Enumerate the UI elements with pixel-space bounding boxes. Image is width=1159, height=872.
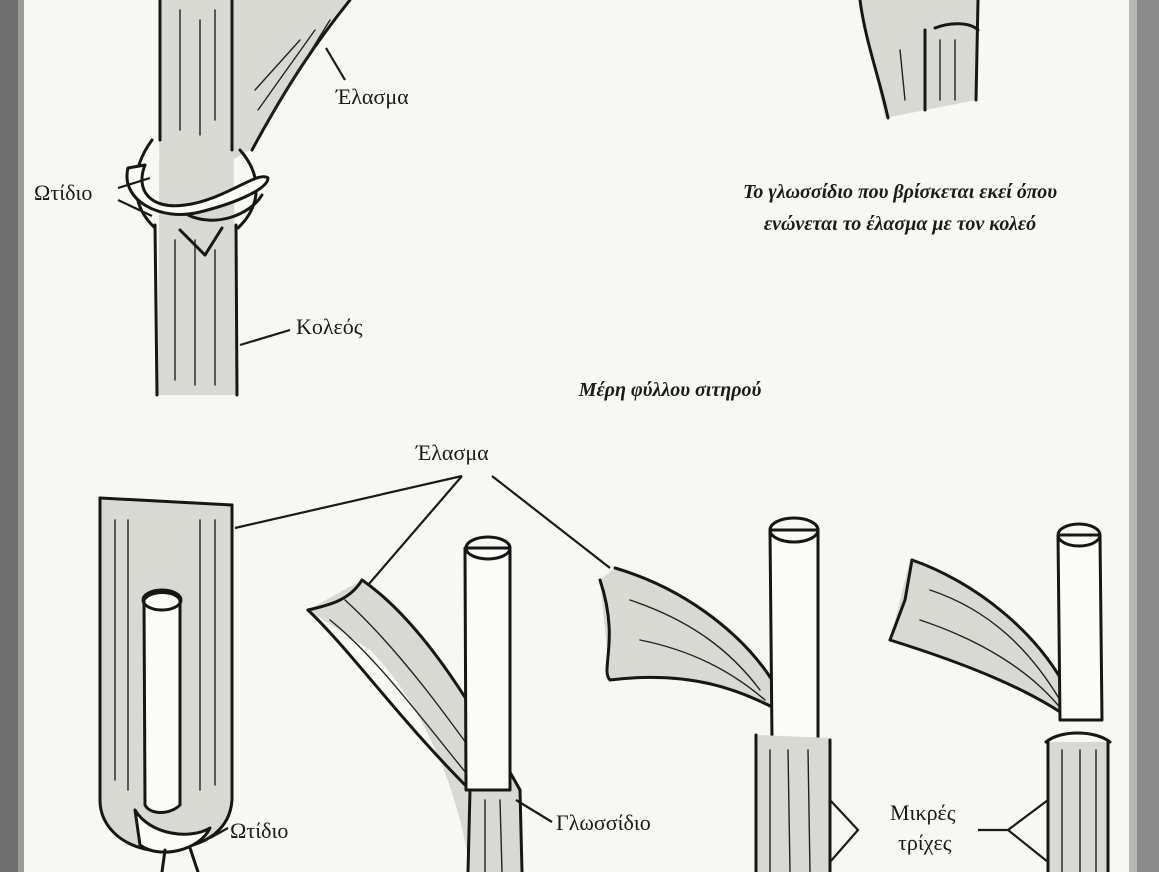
label-top-sheath: Κολεός (296, 314, 363, 339)
bracket-hairs-left (830, 800, 858, 862)
leader-top-sheath (240, 330, 290, 345)
label-top-auricle: Ωτίδιο (34, 180, 92, 205)
leaf-view-1 (100, 498, 232, 872)
label-hairs-line2: τρίχες (898, 830, 952, 855)
label-top-blade: Έλασμα (335, 84, 409, 109)
bracket-hairs-right (978, 800, 1048, 862)
label-bottom-ligule: Γλωσσίδιο (556, 810, 651, 835)
label-bottom-auricle: Ωτίδιο (230, 818, 288, 843)
label-bottom-blade: Έλασμα (415, 440, 489, 465)
leader-blade-1 (235, 476, 462, 528)
caption-ligule-line2: ενώνεται το έλασμα με τον κολεό (764, 213, 1036, 235)
leaf-view-2 (308, 537, 522, 872)
section-title: Μέρη φύλλου σιτηρού (578, 379, 762, 401)
leader-blade-2 (368, 476, 462, 585)
label-hairs-line1: Μικρές (890, 800, 956, 825)
caption-ligule-line1: Το γλωσσίδιο που βρίσκεται εκεί όπου (743, 181, 1057, 203)
top-right-stem-fragment (860, 0, 978, 118)
leader-top-blade (326, 48, 345, 80)
